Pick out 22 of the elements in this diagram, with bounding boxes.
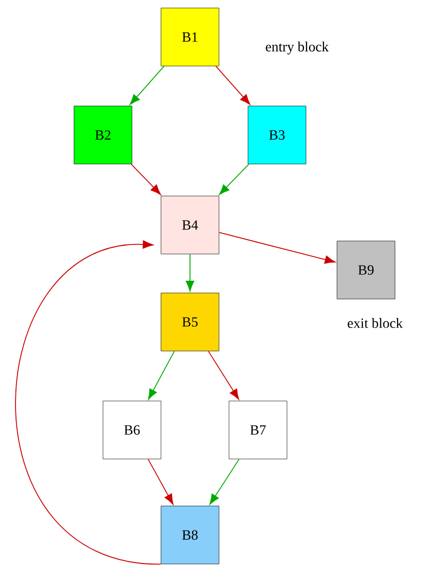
block-box: B6 [102,400,162,460]
exit-block-label: exit block [348,318,403,328]
arrow [215,66,250,105]
arrow [209,458,240,505]
block-box: B8 [160,506,220,564]
arrow [130,164,161,195]
arrow [208,350,240,400]
block-box: B3 [248,106,306,164]
block-box: B9 [336,240,396,300]
block-box: B7 [228,400,288,460]
block-box: B1 [160,8,220,66]
arrow [15,240,162,565]
arrow [186,254,194,292]
arrow [130,66,165,105]
block-box: B2 [74,106,132,164]
entry-block-label: entry block [266,42,329,54]
arrow [148,350,175,400]
arrow [219,164,250,195]
arrow [148,458,174,505]
block-box: B5 [160,292,220,352]
arrow [218,232,336,264]
block-box: B4 [160,196,220,254]
